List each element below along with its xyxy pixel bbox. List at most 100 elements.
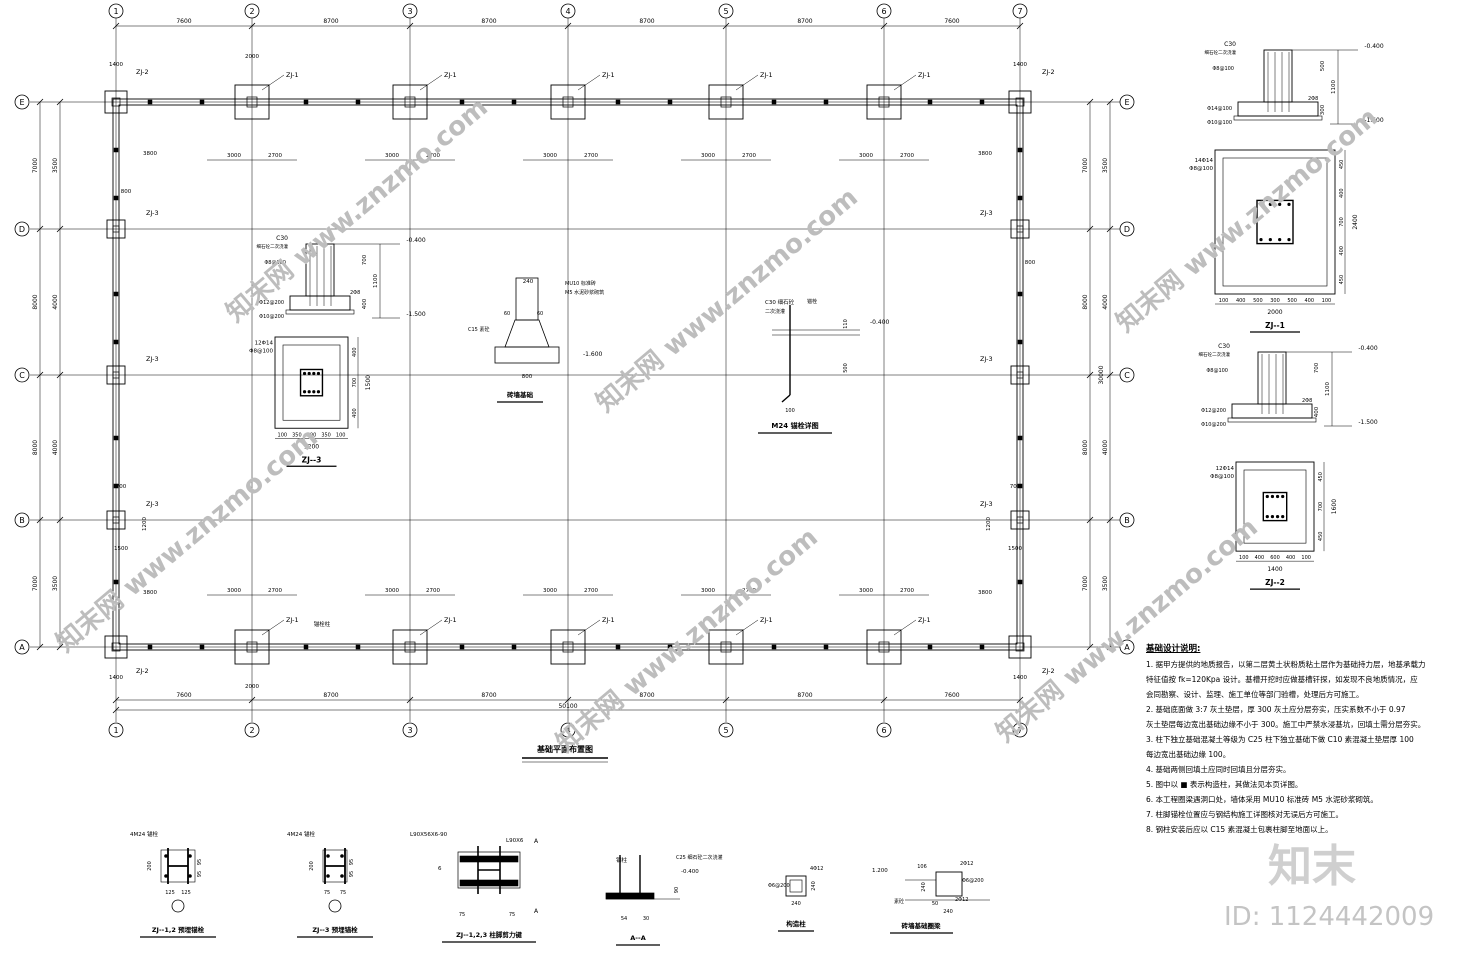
dim-tick [880, 696, 888, 704]
anchor-dot [164, 874, 168, 878]
axis-bubble-right [1119, 221, 1135, 237]
anchor-dim: 75 [324, 890, 330, 896]
anchor-dim: 125 [165, 890, 175, 896]
axis-label-right: A [1124, 643, 1130, 652]
footing-zj3 [106, 510, 126, 530]
footing-tag: ZJ-1 [918, 616, 931, 624]
col-dim: 90 [674, 887, 680, 893]
axis-bubble-right [1119, 512, 1135, 528]
footing-dim: 1500 [1008, 546, 1022, 552]
wall-dim: 3800 [978, 151, 992, 157]
leader [735, 74, 759, 91]
plan-dim-h: 300 [1270, 298, 1280, 304]
col-rebar: 4Φ12 [810, 866, 823, 872]
dim-tick [1086, 516, 1094, 524]
footing-tag: ZJ-1 [602, 616, 615, 624]
wall-dim: 3000 [543, 588, 557, 594]
pedestal-section [305, 243, 335, 297]
column-mark [113, 435, 119, 441]
dim-tick [36, 643, 44, 651]
footing-dim: 1400 [1013, 62, 1027, 68]
leader [893, 74, 917, 91]
anchor-dot [340, 854, 344, 858]
dim-tick [36, 516, 44, 524]
rebar-dot [307, 390, 311, 394]
column-mark [979, 644, 985, 650]
plan-dim-v: 400 [1339, 246, 1345, 256]
pedestal [1016, 516, 1024, 524]
footing-plan-outer [1214, 149, 1336, 295]
bay-dim: 8700 [797, 692, 812, 699]
bolt-conc: C30 细石砼 [765, 298, 795, 306]
note-line: 8. 钢柱安装后应以 C15 素混凝土包裹柱脚至地面以上。 [1146, 825, 1333, 834]
axis-bubble-right [1119, 639, 1135, 655]
bay-dim: 8700 [639, 692, 654, 699]
axis-bubble-left [14, 639, 30, 655]
axis-bubble-right [1119, 94, 1135, 110]
column-mark [927, 99, 933, 105]
plan-dim-h: 400 [1255, 555, 1265, 561]
rebar-dot [1278, 202, 1282, 206]
plan-dim-h: 100 [278, 432, 288, 438]
col-dim: 30 [643, 916, 649, 922]
wall-dim: 3800 [978, 590, 992, 596]
footing-tag: ZJ-1 [286, 616, 299, 624]
column-mark [771, 644, 777, 650]
footing-zj1 [866, 629, 902, 665]
wall-dim: 2700 [584, 588, 598, 594]
design-notes: 基础设计说明: 1. 据甲方提供的地质报告，以第二层黄土状粉质粘土层作为基础持力… [1146, 642, 1446, 837]
footing-width-dim: 2000 [245, 684, 259, 690]
wall-dim: 60 [504, 311, 510, 317]
pedestal [878, 96, 890, 108]
dim-tick [56, 98, 64, 106]
axis-bubble-left [14, 221, 30, 237]
axis-label-bottom: 7 [1017, 726, 1022, 735]
bay-dim: 7600 [944, 18, 959, 25]
dim-tick [248, 696, 256, 704]
footing-zj3 [106, 219, 126, 239]
bottom-detail-title: A--A [630, 934, 645, 942]
elevation-bottom: -1.500 [1364, 117, 1384, 124]
axis-label-bottom: 2 [249, 726, 254, 735]
axis-label-right: E [1124, 98, 1129, 107]
plan-dim-h: 350 [292, 432, 302, 438]
column-mark [1017, 195, 1023, 201]
blinding [1227, 417, 1317, 423]
side-dim: 8000 [32, 440, 39, 455]
bolt-tag: 锚栓 [807, 298, 817, 305]
anchor-tag: 4M24 锚栓 [287, 830, 315, 838]
wall-dim: 2700 [584, 153, 598, 159]
rebar-dot [316, 371, 321, 376]
column-mark [615, 99, 621, 105]
plan-total-h: 2400 [1352, 214, 1359, 229]
wall-dim: 3000 [701, 153, 715, 159]
column-mark [1017, 339, 1023, 345]
anchor-tag: 4M24 锚栓 [130, 830, 158, 838]
dim-tick [1086, 98, 1094, 106]
side-dim: 7000 [1082, 576, 1089, 591]
plan-dim-h: 400 [1286, 555, 1296, 561]
elevation-top: -0.400 [1358, 345, 1378, 352]
column-mark [1017, 147, 1023, 153]
plan-dim-v: 450 [1318, 532, 1324, 542]
dim-tick [248, 22, 256, 30]
plan-total-h: 1600 [1331, 499, 1338, 514]
footing-dim: 1500 [114, 546, 128, 552]
column-mark [459, 99, 465, 105]
section-dim: 1100 [373, 274, 379, 288]
dim-tick [1106, 371, 1114, 379]
axis-label-right: C [1124, 371, 1130, 380]
pedestal [720, 641, 732, 653]
axis-bubble-bottom [1012, 722, 1028, 738]
plan-dim-v: 450 [1339, 160, 1345, 170]
angle [459, 855, 519, 863]
column-mark [147, 644, 153, 650]
column-mark [113, 291, 119, 297]
axis-bubble-bottom [402, 722, 418, 738]
axis-label-left: A [19, 643, 25, 652]
pedestal [112, 225, 120, 233]
dim-tick [1086, 643, 1094, 651]
footing-plan-inner [1243, 469, 1307, 544]
leader [261, 619, 285, 636]
column-section [785, 875, 807, 897]
